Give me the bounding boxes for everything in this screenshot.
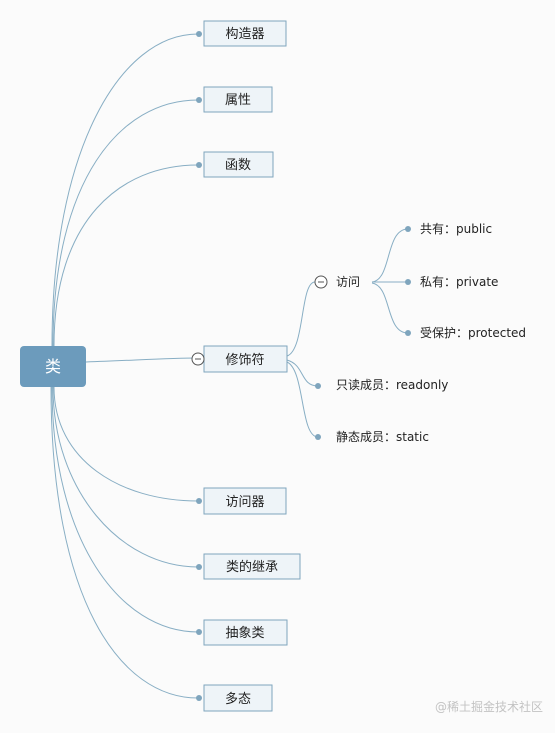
dot-polymorphism [196,695,202,701]
branch-node-accessor[interactable]: 访问器 [203,487,287,515]
connector-root-function [53,164,199,347]
branch-node-box [203,151,274,178]
dot-property [196,97,202,103]
dot-function [196,162,202,168]
connector-access-public [371,228,409,283]
leaf-access[interactable]: 访问 [336,275,360,289]
branch-node-constructor[interactable]: 构造器 [203,20,287,47]
branch-node-label: 构造器 [225,27,264,42]
branch-node-label: 属性 [225,93,251,108]
leaf-private[interactable]: 私有：private [420,275,498,289]
access-connectors [371,228,409,334]
root-node-label: 类 [45,357,61,376]
leaf-static[interactable]: 静态成员：static [336,430,429,444]
branch-node-box [203,619,288,646]
connector-modifier-static [286,361,319,438]
connector-root-polymorphism [50,386,199,699]
branch-node-modifier[interactable]: 修饰符 [203,345,288,373]
branch-node-box [203,487,287,515]
leaf-readonly[interactable]: 只读成员：readonly [336,378,448,392]
branch-node-label: 多态 [225,691,251,707]
branch-node-label: 类的继承 [226,559,278,575]
dot-static [315,434,321,440]
dot-readonly [315,383,321,389]
dot-accessor [196,498,202,504]
branch-node-label: 访问器 [225,495,264,510]
connector-root-accessor [53,386,199,502]
connector-root-modifier [85,357,199,363]
dot-inheritance [196,564,202,570]
branch-node-polymorphism[interactable]: 多态 [203,684,273,712]
branch-node-label: 抽象类 [225,626,264,641]
connection-dots [196,31,411,701]
dot-private [405,279,411,285]
branch-node-box [203,684,273,712]
branch-node-abstract[interactable]: 抽象类 [203,619,288,646]
root-node[interactable]: 类 [20,346,86,387]
dot-abstract [196,629,202,635]
leaf-protected[interactable]: 受保护：protected [420,326,526,340]
branch-node-inheritance[interactable]: 类的继承 [203,553,301,580]
branch-node-property[interactable]: 属性 [203,86,273,113]
connector-root-constructor [51,33,199,347]
dot-protected [405,330,411,336]
branch-node-box [203,86,273,113]
root-node-box [20,346,86,387]
branch-node-label: 函数 [225,158,251,173]
collapse-toggle-access[interactable] [314,275,328,289]
connector-root-property [52,99,199,347]
branch-node-label: 修饰符 [225,352,264,368]
connector-access-protected [371,282,409,334]
connector-modifier-access [286,281,316,357]
leaf-public[interactable]: 共有：public [420,222,492,236]
dot-public [405,226,411,232]
connector-root-abstract [51,386,199,633]
dot-constructor [196,31,202,37]
modifier-connectors [286,281,319,438]
root-connectors [50,33,199,699]
branch-node-box [203,20,287,47]
connector-modifier-readonly [286,359,319,387]
connector-root-inheritance [52,386,199,568]
watermark: @稀土掘金技术社区 [434,700,543,714]
branch-node-box [203,553,301,580]
collapse-toggle-modifier[interactable] [191,352,205,366]
branch-node-function[interactable]: 函数 [203,151,274,178]
